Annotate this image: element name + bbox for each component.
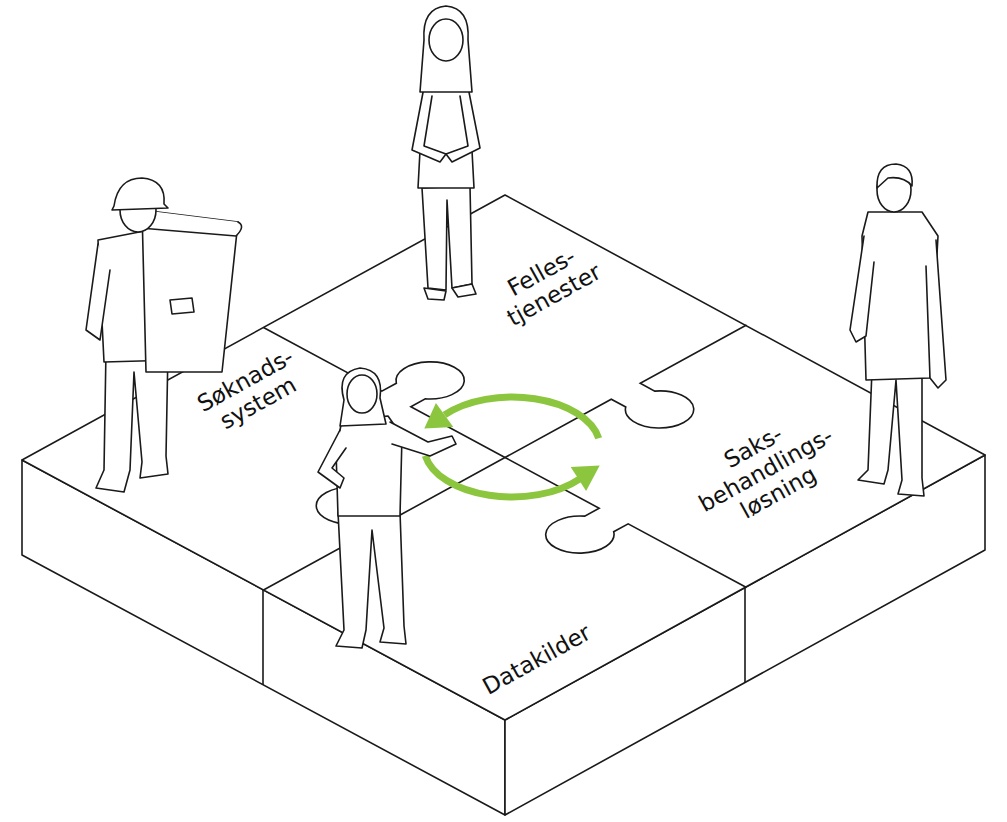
blueprint-sheet <box>142 210 238 372</box>
piece-label: Saks- behandlings- løsning <box>682 400 850 540</box>
cycle-arc <box>445 397 599 438</box>
puzzle-piece: Søknads- system <box>193 344 310 440</box>
person-legs <box>336 512 406 648</box>
piece-label: Felles- tjenester <box>491 237 606 332</box>
puzzle-piece: Saks- behandlings- løsning <box>682 400 850 540</box>
person-legs <box>858 370 924 496</box>
person-right <box>850 164 946 496</box>
blueprint-roll <box>135 210 241 236</box>
puzzle-piece: Felles- tjenester <box>491 237 606 332</box>
person-hand <box>170 298 194 314</box>
person-top <box>412 6 480 300</box>
arrow-head <box>571 465 600 491</box>
person-legs <box>422 186 472 290</box>
person-center <box>318 368 456 648</box>
person-hair <box>340 368 386 426</box>
person-legs <box>96 350 168 492</box>
person-torso <box>336 416 402 516</box>
cycle-arc <box>425 456 579 497</box>
person-head <box>429 19 463 61</box>
person-vest <box>98 228 178 362</box>
person-hair <box>877 164 912 188</box>
person-arm <box>390 422 456 456</box>
puzzle-seam <box>206 426 505 590</box>
person-feet <box>424 284 476 300</box>
puzzle-seams <box>22 195 988 720</box>
person-arms <box>850 236 946 388</box>
person-head <box>120 188 156 232</box>
person-arms <box>412 82 480 162</box>
person-torso <box>418 76 474 188</box>
person-head <box>347 375 377 413</box>
arrow-head <box>424 403 453 429</box>
person-torso <box>862 212 938 380</box>
person-hair <box>420 6 472 92</box>
puzzle-piece: Datakilder <box>479 620 596 700</box>
cycle-arrows <box>424 397 599 497</box>
person-arm <box>318 430 346 488</box>
person-head <box>877 168 911 212</box>
piece-label: Datakilder <box>479 620 596 700</box>
hard-hat <box>112 178 168 210</box>
piece-label: Søknads- system <box>193 344 310 440</box>
person-left <box>86 178 242 492</box>
board-top-face <box>22 195 985 720</box>
person-arm <box>86 244 110 340</box>
